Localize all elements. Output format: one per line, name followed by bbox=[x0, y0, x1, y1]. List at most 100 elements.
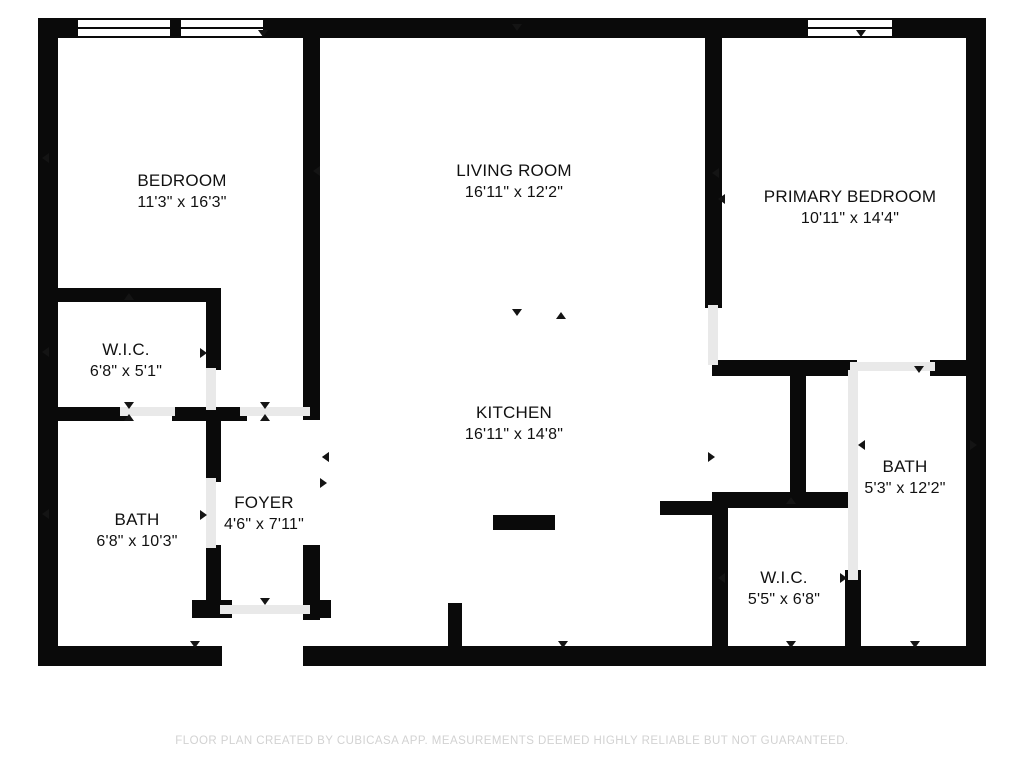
room-label-bedroom: BEDROOM 11'3" x 16'3" bbox=[72, 170, 292, 214]
room-dimensions-bedroom: 11'3" x 16'3" bbox=[137, 194, 227, 212]
wall-wic-left-bottom-a bbox=[38, 407, 128, 421]
window-jamb-left bbox=[805, 20, 808, 36]
wall-wic-right-top bbox=[712, 492, 857, 508]
footer-disclaimer: FLOOR PLAN CREATED BY CUBICASA APP. MEAS… bbox=[175, 735, 849, 747]
room-label-foyer: FOYER 4'6" x 7'11" bbox=[174, 492, 354, 536]
marker-hall-down-b-icon bbox=[260, 402, 270, 409]
room-name-wic-left: W.I.C. bbox=[102, 340, 150, 359]
marker-wic-left-north-icon bbox=[124, 293, 134, 300]
room-label-kitchen: KITCHEN 16'11" x 14'8" bbox=[404, 402, 624, 446]
wall-kitchen-island bbox=[493, 515, 555, 530]
room-name-bath-right: BATH bbox=[882, 457, 928, 476]
wall-wic-right-right bbox=[845, 570, 861, 656]
wall-foyer-left-upper bbox=[206, 407, 221, 482]
wall-foyer-bottom-right bbox=[303, 600, 331, 618]
marker-living-center-b-icon bbox=[556, 312, 566, 319]
exterior-wall-bottom-right bbox=[703, 646, 986, 666]
marker-kitchen-south-icon bbox=[558, 641, 568, 648]
marker-hall-up-a-icon bbox=[124, 414, 134, 421]
marker-foyer-entry-down-icon bbox=[260, 598, 270, 605]
marker-bath-left-west-icon bbox=[42, 509, 49, 519]
marker-wicr-south-icon bbox=[786, 641, 796, 648]
marker-hall-down-a-icon bbox=[124, 402, 134, 409]
wall-wic-right-stub bbox=[660, 501, 716, 515]
marker-bathr-east-icon bbox=[970, 440, 977, 450]
marker-living-center-a-icon bbox=[512, 309, 522, 316]
opening-bath-left-door bbox=[206, 478, 216, 548]
window-jamb-right bbox=[892, 20, 895, 36]
room-name-foyer: FOYER bbox=[234, 493, 294, 512]
marker-primary-window-icon bbox=[856, 30, 866, 37]
room-dimensions-living-room: 16'11" x 12'2" bbox=[464, 184, 564, 202]
marker-wic-left-west-icon bbox=[42, 347, 49, 357]
room-dimensions-wic-right: 5'5" x 6'8" bbox=[747, 591, 821, 609]
room-dimensions-foyer: 4'6" x 7'11" bbox=[223, 516, 305, 534]
wall-mid-vertical bbox=[790, 366, 806, 496]
exterior-wall-top-center bbox=[283, 18, 683, 38]
wall-bath-right-top-b bbox=[930, 360, 986, 376]
room-name-wic-right: W.I.C. bbox=[760, 568, 808, 587]
marker-wicr-top-icon bbox=[786, 497, 796, 504]
marker-foyer-east-icon bbox=[320, 478, 327, 488]
room-label-primary-bedroom: PRIMARY BEDROOM 10'11" x 14'4" bbox=[710, 186, 990, 230]
room-name-living-room: LIVING ROOM bbox=[456, 161, 572, 180]
exterior-wall-right bbox=[966, 18, 986, 666]
room-name-bath-left: BATH bbox=[114, 510, 160, 529]
marker-bath-left-south-icon bbox=[190, 641, 200, 648]
wall-kitchen-stub-bottom bbox=[448, 603, 462, 653]
wall-wic-left-right bbox=[206, 288, 221, 370]
opening-hall-right bbox=[240, 407, 310, 416]
marker-bathr-west-icon bbox=[858, 440, 865, 450]
marker-kitchen-east-icon bbox=[708, 452, 715, 462]
marker-bathr-top-icon bbox=[914, 366, 924, 373]
window-jamb-left bbox=[75, 20, 78, 36]
window-jamb-left bbox=[178, 20, 181, 36]
marker-bedroom-east-icon bbox=[313, 166, 320, 176]
marker-bathr-south-icon bbox=[910, 641, 920, 648]
opening-living-primary bbox=[708, 305, 718, 365]
wall-wic-right-left bbox=[712, 492, 728, 652]
room-dimensions-bath-right: 5'3" x 12'2" bbox=[864, 480, 946, 498]
room-name-bedroom: BEDROOM bbox=[137, 171, 227, 190]
marker-wicr-west-icon bbox=[718, 573, 725, 583]
exterior-wall-bottom-center bbox=[303, 646, 723, 666]
room-dimensions-kitchen: 16'11" x 14'8" bbox=[464, 426, 564, 444]
marker-bedroom-window-icon bbox=[258, 30, 268, 37]
room-label-wic-right: W.I.C. 5'5" x 6'8" bbox=[694, 567, 874, 611]
wall-foyer-left-lower bbox=[206, 545, 221, 610]
marker-wic-left-east-icon bbox=[200, 348, 207, 358]
window-primary bbox=[805, 18, 895, 38]
room-dimensions-primary-bedroom: 10'11" x 14'4" bbox=[800, 210, 900, 228]
room-label-wic-left: W.I.C. 6'8" x 5'1" bbox=[36, 339, 216, 383]
room-name-kitchen: KITCHEN bbox=[475, 403, 553, 422]
marker-hall-up-b-icon bbox=[260, 414, 270, 421]
marker-primary-west-icon bbox=[712, 168, 719, 178]
window-jamb-right bbox=[170, 20, 173, 36]
wall-bedroom-right bbox=[303, 18, 320, 420]
marker-wicr-east-icon bbox=[840, 573, 847, 583]
room-dimensions-wic-left: 6'8" x 5'1" bbox=[89, 363, 163, 381]
wall-bath-right-top-a bbox=[712, 360, 857, 376]
wall-primary-left bbox=[705, 18, 722, 308]
opening-bath-right-corridor bbox=[848, 370, 858, 580]
opening-bath-right-door-top bbox=[850, 362, 935, 371]
marker-bedroom-west-icon bbox=[42, 153, 49, 163]
opening-wic-left-door bbox=[206, 368, 216, 410]
exterior-wall-bottom-left bbox=[38, 646, 222, 666]
opening-foyer-entry bbox=[220, 605, 310, 614]
room-label-living-room: LIVING ROOM 16'11" x 12'2" bbox=[394, 160, 634, 204]
window-bedroom-left bbox=[75, 18, 173, 38]
room-label-bath-right: BATH 5'3" x 12'2" bbox=[815, 456, 995, 500]
opening-hall-left bbox=[120, 407, 175, 416]
room-name-primary-bedroom: PRIMARY BEDROOM bbox=[763, 187, 937, 206]
wall-bath-right-inner bbox=[966, 508, 986, 658]
exterior-wall-left bbox=[38, 18, 58, 666]
marker-living-north-icon bbox=[512, 24, 522, 31]
room-dimensions-bath-left: 6'8" x 10'3" bbox=[96, 533, 178, 551]
marker-kitchen-west-icon bbox=[322, 452, 329, 462]
marker-primary-door-icon bbox=[718, 194, 725, 204]
room-label-bath-left: BATH 6'8" x 10'3" bbox=[47, 509, 227, 553]
window-bedroom-right bbox=[178, 18, 266, 38]
